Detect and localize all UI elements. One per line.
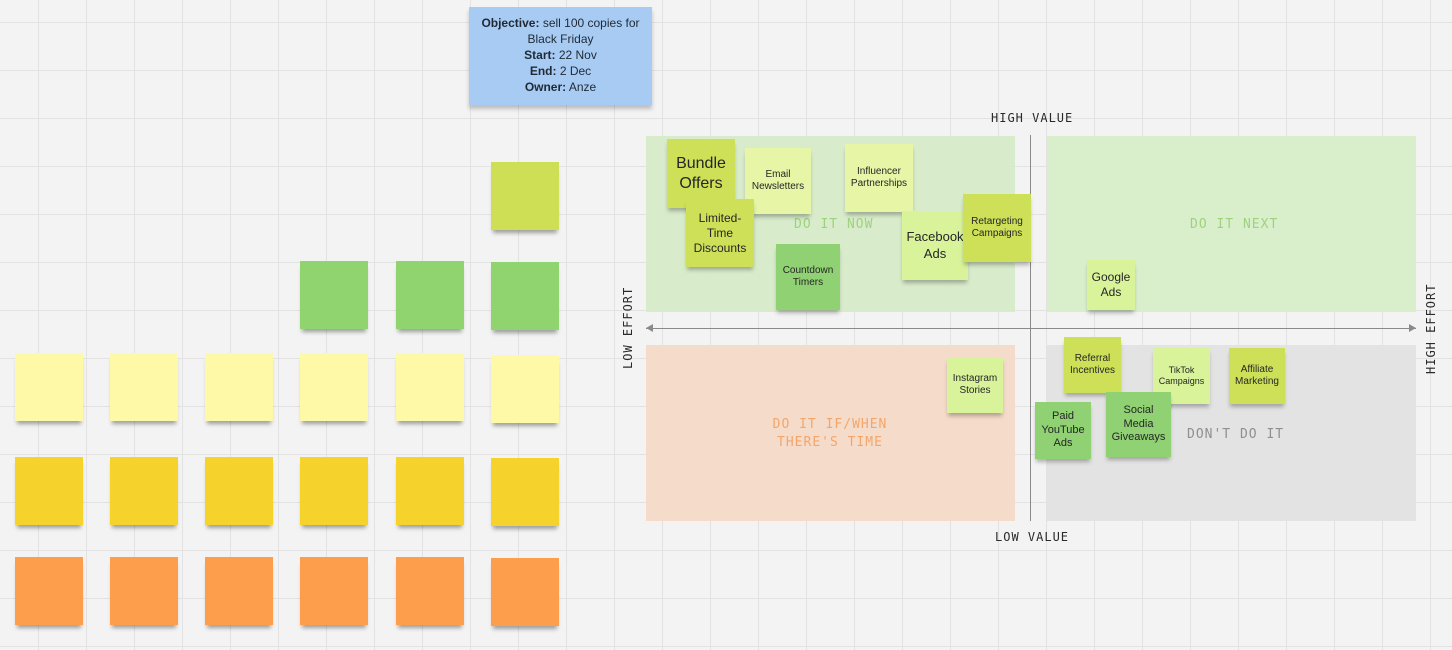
blank-sticky-note[interactable] <box>15 353 83 421</box>
sticky-note-countdown-timers[interactable]: Countdown Timers <box>776 244 840 310</box>
blank-sticky-note[interactable] <box>300 353 368 421</box>
blank-sticky-note[interactable] <box>491 162 559 230</box>
sticky-note-social-media-giveaways[interactable]: Social Media Giveaways <box>1106 392 1171 457</box>
sticky-note-retargeting-campaigns[interactable]: Retargeting Campaigns <box>963 194 1031 262</box>
blank-sticky-note[interactable] <box>491 355 559 423</box>
blank-sticky-note[interactable] <box>396 261 464 329</box>
if-time-label: DO IT IF/WHEN THERE'S TIME <box>772 417 888 450</box>
blank-sticky-note[interactable] <box>205 353 273 421</box>
sticky-note-affiliate-marketing[interactable]: Affiliate Marketing <box>1229 348 1285 404</box>
blank-sticky-note[interactable] <box>205 557 273 625</box>
do-it-next-label: DO IT NEXT <box>1190 217 1279 232</box>
sticky-note-google-ads[interactable]: Google Ads <box>1087 260 1135 310</box>
blank-sticky-note[interactable] <box>396 557 464 625</box>
blank-sticky-note[interactable] <box>396 353 464 421</box>
blank-sticky-note[interactable] <box>300 457 368 525</box>
sticky-note-bundle-offers[interactable]: Bundle Offers <box>667 139 735 208</box>
objective-card[interactable]: Objective: sell 100 copies for Black Fri… <box>469 7 652 105</box>
low-value-label: LOW VALUE <box>995 530 1070 544</box>
blank-sticky-note[interactable] <box>491 458 559 526</box>
sticky-note-influencer-partnerships[interactable]: Influencer Partnerships <box>845 144 913 212</box>
blank-sticky-note[interactable] <box>205 457 273 525</box>
do-it-now-label: DO IT NOW <box>794 217 874 232</box>
sticky-note-limited-time-discounts[interactable]: Limited-Time Discounts <box>686 199 754 267</box>
sticky-note-email-newsletters[interactable]: Email Newsletters <box>745 148 811 214</box>
blank-sticky-note[interactable] <box>396 457 464 525</box>
arrow-left-icon <box>646 324 653 332</box>
blank-sticky-note[interactable] <box>110 353 178 421</box>
high-effort-label: HIGH EFFORT <box>1424 283 1438 374</box>
dont-do-it-label: DON'T DO IT <box>1187 427 1285 442</box>
sticky-note-paid-youtube-ads[interactable]: Paid YouTube Ads <box>1035 402 1091 459</box>
sticky-note-instagram-stories[interactable]: Instagram Stories <box>947 357 1003 413</box>
high-value-label: HIGH VALUE <box>991 111 1074 125</box>
arrow-right-icon <box>1409 324 1416 332</box>
sticky-note-referral-incentives[interactable]: Referral Incentives <box>1064 337 1121 393</box>
objective-line: Objective: sell 100 copies for Black Fri… <box>481 16 640 46</box>
blank-sticky-note[interactable] <box>300 557 368 625</box>
effort-axis <box>646 328 1416 329</box>
low-effort-label: LOW EFFORT <box>621 286 635 369</box>
blank-sticky-note[interactable] <box>110 457 178 525</box>
blank-sticky-note[interactable] <box>15 457 83 525</box>
sticky-note-facebook-ads[interactable]: Facebook Ads <box>902 211 968 280</box>
blank-sticky-note[interactable] <box>491 262 559 330</box>
end-line: End: 2 Dec <box>529 64 592 78</box>
blank-sticky-note[interactable] <box>15 557 83 625</box>
blank-sticky-note[interactable] <box>300 261 368 329</box>
blank-sticky-note[interactable] <box>491 558 559 626</box>
blank-sticky-note[interactable] <box>110 557 178 625</box>
owner-line: Owner: Anze <box>524 80 597 94</box>
start-line: Start: 22 Nov <box>524 48 597 62</box>
